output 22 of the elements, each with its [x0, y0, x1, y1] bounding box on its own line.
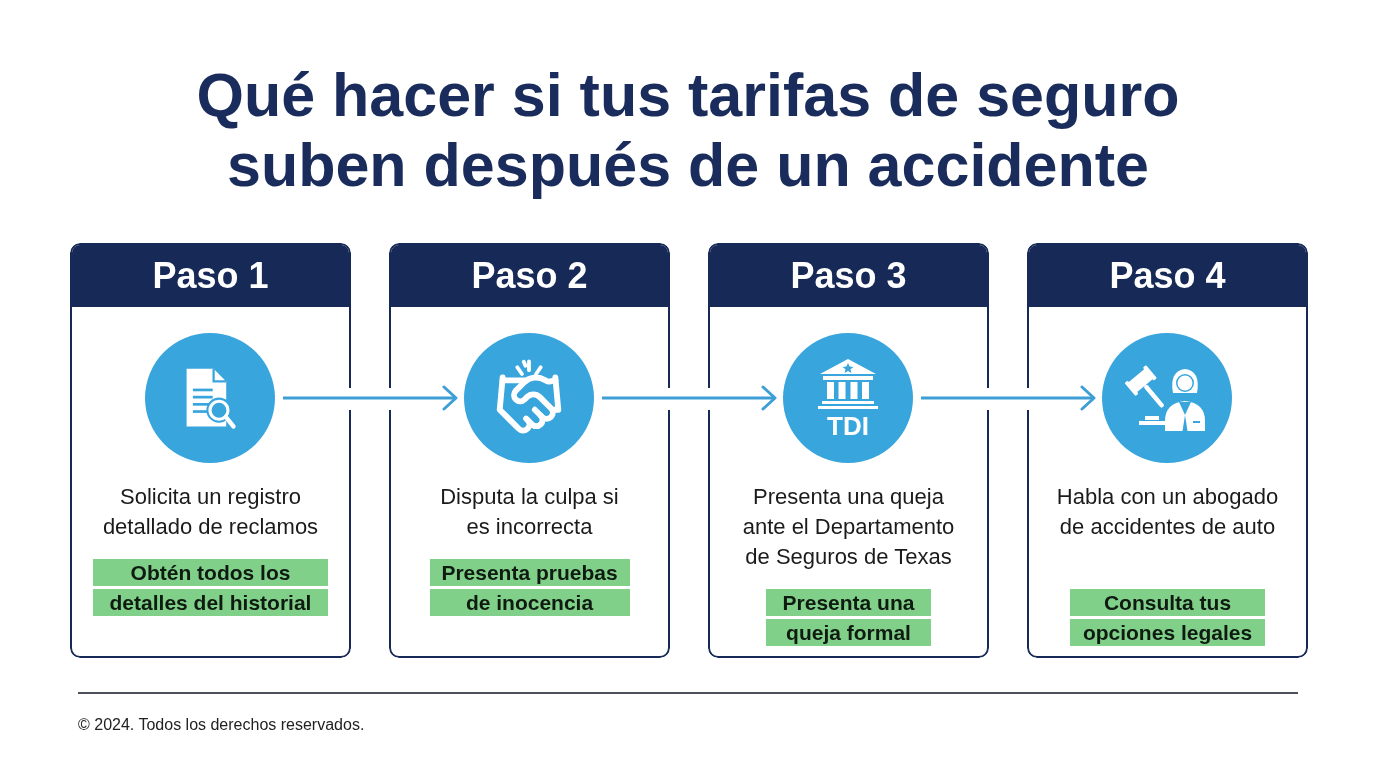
- arrow: [921, 385, 1096, 411]
- highlight-text: Presenta una queja formal: [766, 588, 931, 648]
- step-header: Paso 2: [391, 245, 668, 307]
- copyright-note: © 2024. Todos los derechos reservados.: [78, 715, 365, 735]
- icon-label: TDI: [827, 413, 869, 439]
- step-description: Solicita un registro detallado de reclamos: [101, 483, 320, 541]
- title: Qué hacer si tus tarifas de seguro suben después de un accidente: [195, 60, 1181, 200]
- arrow: [283, 385, 458, 411]
- step-card: [708, 243, 989, 658]
- step-card: [389, 243, 670, 658]
- step-card: [70, 243, 351, 658]
- step-card: [1027, 243, 1308, 658]
- step-header: Paso 3: [710, 245, 987, 307]
- arrow: [602, 385, 777, 411]
- highlight-text: Obtén todos los detalles del historial: [93, 558, 328, 618]
- highlight-text: Presenta pruebas de inocencia: [429, 558, 630, 618]
- step-description: Habla con un abogado de accidentes de auto: [1055, 483, 1280, 541]
- step-header: Paso 1: [72, 245, 349, 307]
- step-description: Disputa la culpa si es incorrecta: [439, 483, 620, 541]
- highlight-text: Consulta tus opciones legales: [1070, 588, 1265, 648]
- step-description: Presenta una queja ante el Departamento de Seguros de Texas: [741, 483, 956, 571]
- step-header: Paso 4: [1029, 245, 1306, 307]
